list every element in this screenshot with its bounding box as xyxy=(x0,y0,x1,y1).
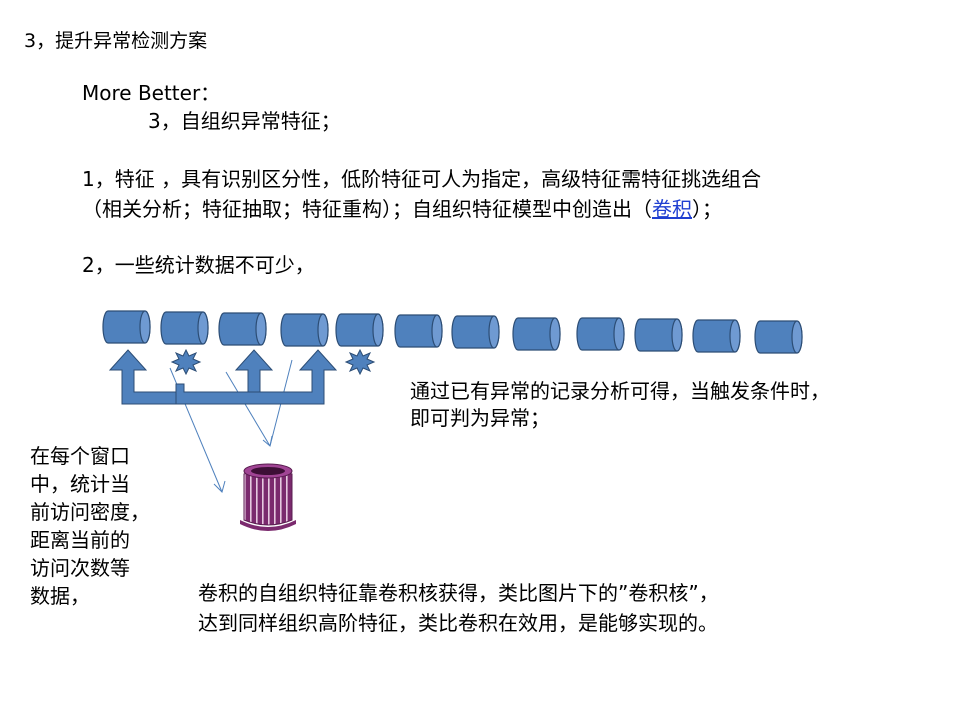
window-stats-note: 在每个窗口 中，统计当 前访问密度， 距离当前的 访问次数等 数据， xyxy=(30,442,150,610)
record-cylinder xyxy=(451,315,500,349)
window-note-line: 数据， xyxy=(30,584,90,608)
record-cylinder xyxy=(634,318,683,352)
record-cylinder xyxy=(218,312,267,346)
convolution-kernel-icon xyxy=(240,463,296,531)
window-note-line: 在每个窗口 xyxy=(30,444,130,468)
window-bracket-arrows xyxy=(108,349,338,405)
convolution-link[interactable]: 卷积 xyxy=(652,197,692,221)
point2-text: 2，一些统计数据不可少， xyxy=(82,253,315,277)
record-cylinder xyxy=(335,313,384,347)
record-cylinders xyxy=(102,310,803,354)
kernel-note-line2: 达到同样组织高阶特征，类比卷积在效用，是能够实现的。 xyxy=(198,611,718,635)
record-cylinder xyxy=(280,313,329,347)
page-title: 3，提升异常检测方案 xyxy=(24,30,208,52)
kernel-note-line1: 卷积的自组织特征靠卷积核获得，类比图片下的”卷积核”， xyxy=(198,581,719,605)
anomaly-burst-icon xyxy=(170,348,202,376)
window-note-line: 中，统计当 xyxy=(30,472,130,496)
record-cylinder xyxy=(160,311,209,345)
section-heading: More Better： xyxy=(82,81,221,105)
window-note-line: 访问次数等 xyxy=(30,556,130,580)
record-cylinder xyxy=(512,317,561,351)
kernel-note: 卷积的自组织特征靠卷积核获得，类比图片下的”卷积核”， 达到同样组织高阶特征，类… xyxy=(198,578,719,638)
record-cylinder xyxy=(576,317,625,351)
sub-item-self-organizing: 3，自组织异常特征； xyxy=(148,109,341,133)
point1-line2-before: （相关分析；特征抽取；特征重构）；自组织特征模型中创造出（ xyxy=(82,197,652,221)
record-cylinder xyxy=(692,319,741,353)
point1-line2-after: ）； xyxy=(692,197,722,221)
record-analysis-note: 通过已有异常的记录分析可得，当触发条件时， 即可判为异常； xyxy=(410,378,830,432)
point1-line1: 1，特征 ，具有识别区分性，低阶特征可人为指定，高级特征需特征挑选组合 xyxy=(82,167,762,191)
record-cylinder xyxy=(102,310,151,344)
record-note-line1: 通过已有异常的记录分析可得，当触发条件时， xyxy=(410,379,830,403)
record-note-line2: 即可判为异常； xyxy=(410,406,550,430)
anomaly-burst-icon xyxy=(344,348,376,376)
record-cylinder xyxy=(754,320,803,354)
point1-line2: （相关分析；特征抽取；特征重构）；自组织特征模型中创造出（卷积）； xyxy=(82,196,722,222)
window-note-line: 距离当前的 xyxy=(30,528,130,552)
window-note-line: 前访问密度， xyxy=(30,500,150,524)
record-cylinder xyxy=(394,314,443,348)
